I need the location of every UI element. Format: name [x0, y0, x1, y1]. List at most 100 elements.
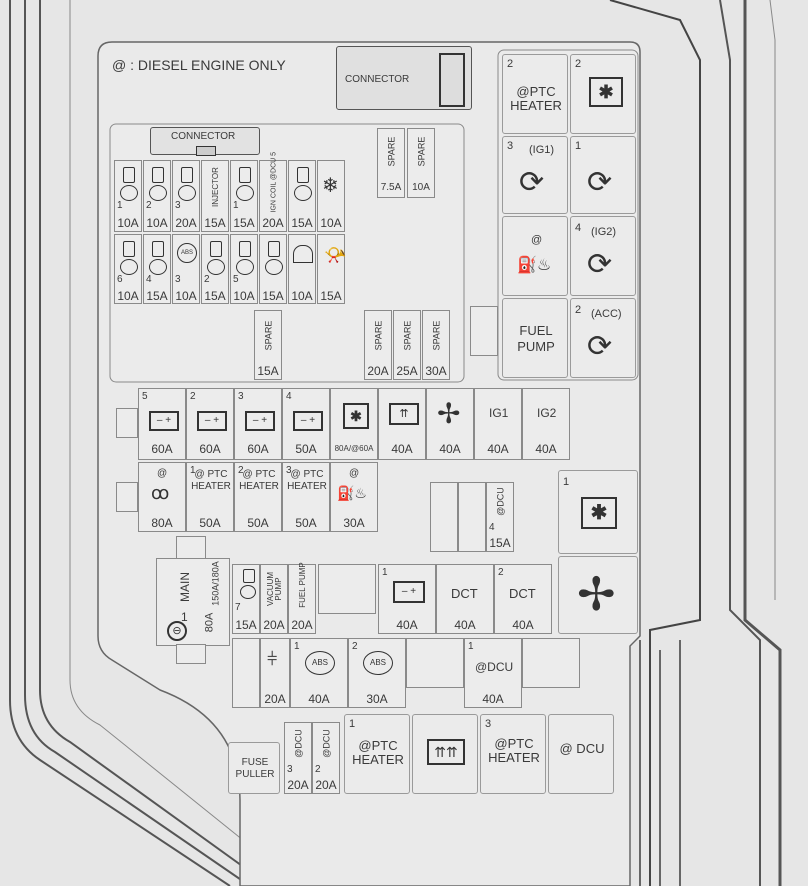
fuse-amp: 15A — [233, 216, 255, 230]
fuse-amp: 50A — [295, 442, 317, 456]
fuse-amp: 50A — [295, 516, 317, 530]
abs-icon: ABS — [177, 243, 197, 263]
relay-number: 3 — [485, 718, 492, 730]
fuse-number: 1 — [190, 465, 196, 476]
ignition-arrow-icon: ⟳ — [587, 248, 613, 281]
spare-amp: 25A — [396, 364, 418, 378]
dct-fuse-2: 2 DCT 40A — [494, 564, 552, 634]
connector-latch — [439, 53, 465, 107]
blank-slot — [430, 482, 458, 552]
fuse-number: 1 — [468, 641, 474, 652]
fuse-amp: 10A — [117, 289, 139, 303]
battery-fuse-dct: 1 – + 40A — [378, 564, 436, 634]
mini-fuse-r1-2: 2 10A — [143, 160, 171, 232]
battery-fuse-2: 2 – + 60A — [186, 388, 234, 460]
fuse-number: 1 — [117, 200, 123, 211]
snowflake-icon: ❄ — [322, 175, 339, 197]
mini-fuse-ac: ❄ 10A — [317, 160, 345, 232]
connector-top-label: CONNECTOR — [345, 74, 410, 85]
fuse-amp: 10A — [233, 289, 255, 303]
fuse-number: 2 — [315, 764, 321, 775]
mini-fuse-injector: INJECTOR 15A — [201, 160, 229, 232]
fuse-number: 6 — [117, 274, 123, 285]
fuse-label: INJECTOR — [211, 167, 220, 207]
battery-icon: – + — [393, 581, 425, 603]
fuse-amp: 50A — [199, 516, 221, 530]
fuse-number: 3 — [175, 200, 181, 211]
fuse-number: 3 — [175, 274, 181, 285]
fuse-amp: 40A — [391, 442, 413, 456]
ig1-fuse: IG1 40A — [474, 388, 522, 460]
relay-label: (ACC) — [591, 308, 622, 320]
ecu-icon — [123, 241, 135, 257]
fuse-amp: 40A — [454, 618, 476, 632]
relay-label: (IG1) — [529, 144, 555, 156]
ptc-heater-fuse-3: 3 @ PTC HEATER 50A — [282, 462, 330, 532]
fuse-amp: 40A — [439, 442, 461, 456]
fuel-pump-fuse: FUEL PUMP 20A — [288, 562, 316, 634]
fuse-amp: 15A — [320, 289, 342, 303]
relay-ptc-heater-2: 2 @PTC HEATER — [502, 54, 568, 134]
ecu-icon — [152, 241, 164, 257]
vacuum-pump-fuse: VACUUM PUMP 20A — [260, 564, 288, 634]
mini-fuse-r1-3: 3 20A — [172, 160, 200, 232]
spare-label: SPARE — [263, 320, 274, 351]
relay-label: @ — [531, 234, 543, 246]
abs-fuse-1: 1 ABS 40A — [290, 638, 348, 708]
spare-fuse-25a: SPARE 25A — [393, 310, 421, 380]
fuse-amp: 20A — [315, 778, 337, 792]
relay-rear-defrost: ⇈⇈ — [412, 714, 478, 794]
ignition-arrow-icon: ⟳ — [587, 166, 613, 199]
fuse-amp: 10A — [320, 216, 342, 230]
mini-fuse-r2-4: 2 15A — [201, 234, 229, 304]
awd-fuse: ⫩ 20A — [260, 638, 290, 708]
fuse-amp: 40A — [512, 618, 534, 632]
rear-defrost-fuse: ⇈ 40A — [378, 388, 426, 460]
fuse-label: @DCU — [293, 729, 304, 758]
battery-fan-fuse: ✱ 80A/@60A — [330, 388, 378, 460]
fuse-number: 3 — [287, 764, 293, 775]
spare-fuse-75a: SPARE 7.5A — [377, 128, 405, 198]
ecu-icon-shield — [149, 259, 167, 275]
fuse-puller[interactable]: FUSE PULLER — [228, 742, 280, 794]
relay-ptc-heater-3: 3 @PTC HEATER — [480, 714, 546, 794]
spare-label: SPARE — [402, 320, 413, 351]
ig2-fuse: IG2 40A — [522, 388, 570, 460]
dcu-fuse-15a: @DCU 4 15A — [486, 482, 514, 552]
ecu-icon-shield — [120, 259, 138, 275]
fuse-label: DCT — [451, 586, 478, 601]
relay-acc: 2 (ACC) ⟳ — [570, 298, 636, 378]
ecu-icon — [239, 167, 251, 183]
fuse-amp: 20A — [264, 692, 286, 706]
fuse-amp: 20A — [175, 216, 197, 230]
relay-number: 1 — [349, 718, 356, 730]
fuse-amp: 40A — [487, 442, 509, 456]
fuse-number: 1 — [181, 610, 188, 624]
abs-icon: ABS — [363, 651, 393, 675]
connector-upper-left: CONNECTOR — [150, 127, 260, 156]
spare-fuse-10a: SPARE 10A — [407, 128, 435, 198]
fuse-label: @DCU — [495, 487, 506, 516]
fuse-number: 2 — [146, 200, 152, 211]
fuse-amp: 60A — [151, 442, 173, 456]
battery-icon: – + — [245, 411, 275, 431]
ecu-icon-shield — [207, 259, 225, 275]
fuse-number: 3 — [238, 391, 244, 402]
fuse-label: @DCU — [321, 729, 332, 758]
battery-row-tab — [116, 408, 138, 438]
main-label: MAIN — [178, 572, 192, 602]
fuse-amp: 15A — [235, 618, 257, 632]
battery-fan-icon: ✱ — [343, 403, 369, 429]
fuse-amp: 20A — [291, 618, 313, 632]
blank-slot — [232, 638, 260, 708]
mini-fuse-r1-5: 1 15A — [230, 160, 258, 232]
battery-icon: – + — [149, 411, 179, 431]
fuse-amp: 15A — [204, 289, 226, 303]
fuse-amp: 15A — [262, 289, 284, 303]
fuse-label: FUEL PUMP — [298, 562, 307, 608]
fan-icon: ✢ — [437, 398, 461, 429]
relay-ig2: 4 (IG2) ⟳ — [570, 216, 636, 296]
battery-fuse-1: 5 – + 60A — [138, 388, 186, 460]
relay-ig1: 3 (IG1) ⟳ — [502, 136, 568, 214]
ptc-heater-fuse-1: 1 @ PTC HEATER 50A — [186, 462, 234, 532]
